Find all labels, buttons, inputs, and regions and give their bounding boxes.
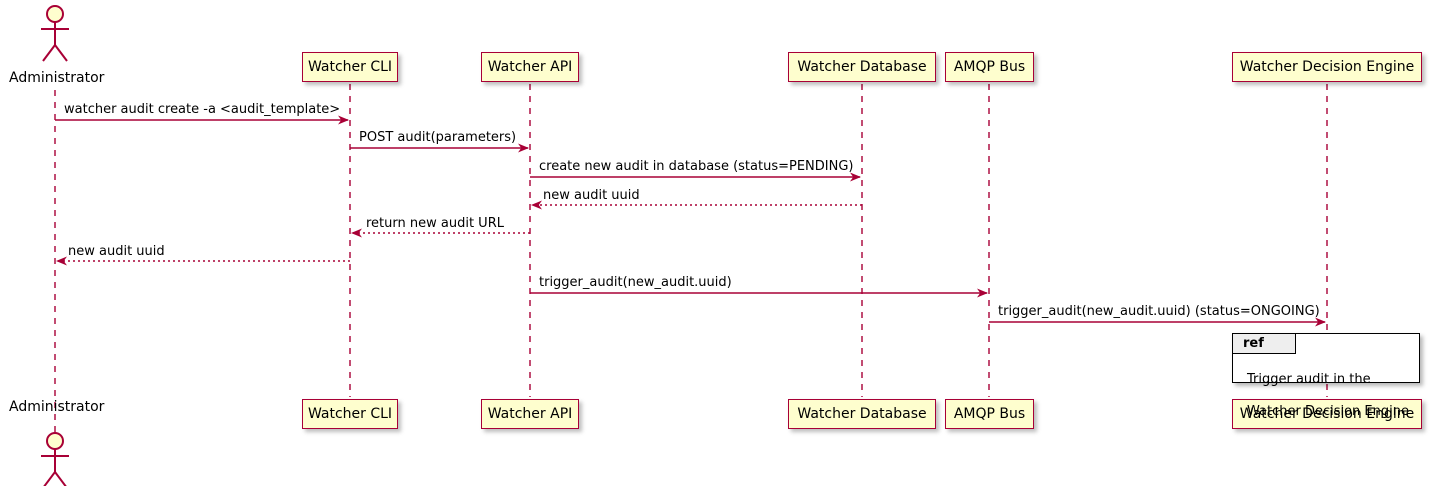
message-label-5: return new audit URL xyxy=(366,216,504,231)
participant-label: Watcher Database xyxy=(797,59,927,75)
participant-label: Watcher CLI xyxy=(307,406,393,422)
message-label-1: watcher audit create -a <audit_template> xyxy=(64,102,341,117)
participant-label: Watcher API xyxy=(487,406,573,422)
participant-label: Watcher CLI xyxy=(307,59,393,75)
message-arrows-group xyxy=(55,115,1326,327)
message-label-2: POST audit(parameters) xyxy=(359,130,517,145)
participant-label: Watcher API xyxy=(487,59,573,75)
participant-label: AMQP Bus xyxy=(953,406,1026,422)
participant-watcher-database-header[interactable]: Watcher Database xyxy=(788,52,936,82)
actor-figure-administrator-top xyxy=(41,5,69,62)
ref-fragment-body-line-1: Trigger audit in the xyxy=(1247,372,1371,387)
participant-watcher-decision-engine-footer[interactable]: Watcher Decision Engine xyxy=(1232,399,1422,429)
participant-amqp-bus-footer[interactable]: AMQP Bus xyxy=(945,399,1034,429)
participant-watcher-cli-header[interactable]: Watcher CLI xyxy=(302,52,398,82)
participant-label: Watcher Decision Engine xyxy=(1239,59,1415,75)
message-label-8: trigger_audit(new_audit.uuid) (status=ON… xyxy=(998,304,1320,319)
lifelines-group xyxy=(54,84,1328,432)
actor-label-administrator-top: Administrator xyxy=(9,70,105,86)
participant-watcher-api-header[interactable]: Watcher API xyxy=(481,52,579,82)
participant-watcher-decision-engine-header[interactable]: Watcher Decision Engine xyxy=(1232,52,1422,82)
participant-watcher-api-footer[interactable]: Watcher API xyxy=(481,399,579,429)
participant-label: Watcher Decision Engine xyxy=(1239,406,1415,422)
actor-figure-administrator-bottom xyxy=(41,432,69,486)
ref-fragment-keyword: ref xyxy=(1243,336,1264,351)
actor-label-administrator-bottom: Administrator xyxy=(9,399,105,415)
ref-fragment-tab xyxy=(1233,334,1296,354)
message-label-7: trigger_audit(new_audit.uuid) xyxy=(539,275,732,290)
message-label-6: new audit uuid xyxy=(68,244,165,259)
participant-label: AMQP Bus xyxy=(953,59,1026,75)
ref-fragment-body: Trigger audit in the Watcher Decision En… xyxy=(1247,356,1409,436)
participant-watcher-database-footer[interactable]: Watcher Database xyxy=(788,399,936,429)
participant-amqp-bus-header[interactable]: AMQP Bus xyxy=(945,52,1034,82)
participant-label: Watcher Database xyxy=(797,406,927,422)
ref-fragment: ref Trigger audit in the Watcher Decisio… xyxy=(1232,333,1420,419)
participant-watcher-cli-footer[interactable]: Watcher CLI xyxy=(302,399,398,429)
ref-fragment-body-line-2: Watcher Decision Engine xyxy=(1247,404,1409,419)
actor-figures-group xyxy=(41,5,69,486)
message-label-4: new audit uuid xyxy=(543,188,640,203)
message-label-3: create new audit in database (status=PEN… xyxy=(539,159,854,174)
